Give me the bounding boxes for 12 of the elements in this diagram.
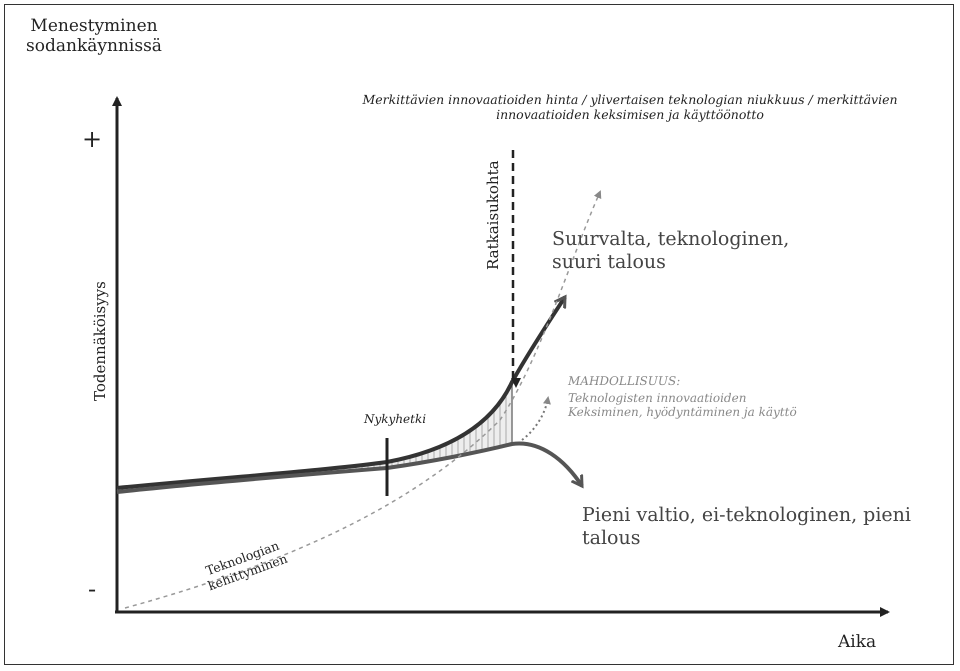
axis-sign: - xyxy=(88,575,98,604)
note-text: Teknologisten innovaatioiden Keksiminen, hyödyntäminen ja käyttö xyxy=(568,391,798,420)
note-heading: MAHDOLLISUUS: xyxy=(568,374,682,388)
outcome-label: Pieni valtio, ei-teknologinen, pieni talous xyxy=(582,504,912,550)
axis-title: Menestyminen sodankäynnissä xyxy=(25,16,163,57)
axis-title: Aika xyxy=(838,632,878,652)
axis-title: Todennäköisyys xyxy=(91,280,109,401)
line-label: Nykyhetki xyxy=(364,412,428,426)
outcome-label: Suurvalta, teknologinen, suuri talous xyxy=(552,228,790,274)
axis-sign: + xyxy=(82,125,104,154)
line-label: Ratkaisukohta xyxy=(484,159,502,270)
note-text: Merkittävien innovaatioiden hinta / ylivertaisen teknologian niukkuus / merkittävien innovaatioiden keksimisen ja käyttöönotto xyxy=(361,92,899,122)
